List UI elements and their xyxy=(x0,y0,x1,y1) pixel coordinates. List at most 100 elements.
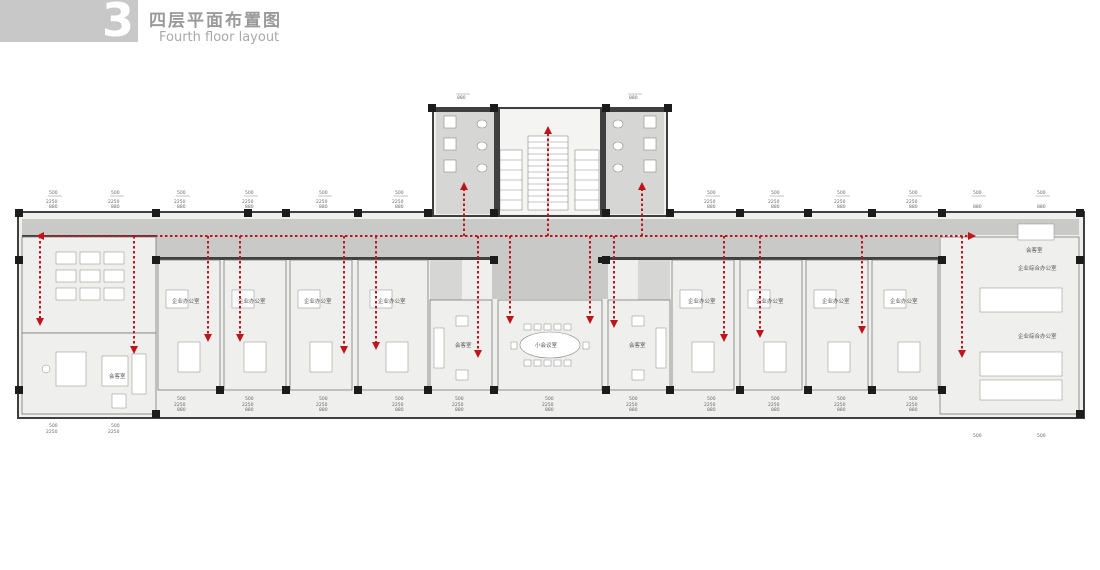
dim-top-7: 500 xyxy=(707,190,716,196)
dim-bot-c2: 880 xyxy=(245,407,254,413)
hall-wing-left xyxy=(430,259,462,300)
dim-top-4: 500 xyxy=(245,190,254,196)
dim-bot-c4: 880 xyxy=(395,407,404,413)
dim-bot-c9: 880 xyxy=(771,407,780,413)
dim-core-2: 880 xyxy=(629,95,638,101)
dim-bot-b8: 2250 xyxy=(704,402,716,408)
dim-bot-left-b2: 2250 xyxy=(108,429,120,435)
dim-top-c11: 880 xyxy=(973,204,982,210)
dim-top-c2: 880 xyxy=(111,204,120,210)
dim-bot-c1: 880 xyxy=(177,407,186,413)
dim-top-c5: 880 xyxy=(319,204,328,210)
dim-bot-c8: 880 xyxy=(707,407,716,413)
dim-bot-left-b1: 2250 xyxy=(46,429,58,435)
dim-top-6: 500 xyxy=(395,190,404,196)
dim-bot-c11: 880 xyxy=(909,407,918,413)
label-reception-mid-left: 会客室 xyxy=(455,341,472,349)
label-office-6: 企业办公室 xyxy=(756,297,784,305)
dim-top-1: 500 xyxy=(49,190,58,196)
stairs xyxy=(499,135,600,211)
meeting-table xyxy=(519,331,581,359)
structural-columns xyxy=(15,104,1084,418)
dim-top-b9: 2250 xyxy=(834,199,846,205)
header-band xyxy=(0,0,138,42)
dim-bot-10: 500 xyxy=(837,396,846,402)
label-office-2: 企业办公室 xyxy=(238,297,266,305)
dim-top-c4: 880 xyxy=(245,204,254,210)
dim-bot-5: 500 xyxy=(455,396,464,402)
dim-bot-b6: 2250 xyxy=(542,402,554,408)
dim-bot-2: 500 xyxy=(245,396,254,402)
dim-bot-3: 500 xyxy=(319,396,328,402)
office-rooms-left xyxy=(157,259,429,391)
dim-bot-8: 500 xyxy=(707,396,716,402)
dim-top-c6: 880 xyxy=(395,204,404,210)
dim-bot-b3: 2250 xyxy=(316,402,328,408)
label-office-5: 企业办公室 xyxy=(688,297,716,305)
dim-bot-b2: 2250 xyxy=(242,402,254,408)
left-storage-furniture xyxy=(55,251,125,301)
label-office-1: 企业办公室 xyxy=(172,297,200,305)
label-reception-left: 会客室 xyxy=(109,372,126,380)
dimension-markers xyxy=(48,93,1050,197)
dim-top-b1: 2250 xyxy=(46,199,58,205)
dim-top-c7: 880 xyxy=(707,204,716,210)
dim-top-b4: 2250 xyxy=(242,199,254,205)
dim-top-b6: 2250 xyxy=(392,199,404,205)
dim-top-c1: 880 xyxy=(49,204,58,210)
dim-top-c9: 880 xyxy=(837,204,846,210)
dim-bot-1: 500 xyxy=(177,396,186,402)
dim-bot-b11: 2250 xyxy=(906,402,918,408)
dim-top-b8: 2250 xyxy=(768,199,780,205)
dim-bot-7: 500 xyxy=(629,396,638,402)
dim-bot-11: 500 xyxy=(909,396,918,402)
circulation-routes xyxy=(36,126,976,358)
corridor-right-end xyxy=(939,219,1079,235)
toilet-fixtures xyxy=(443,115,657,173)
dim-top-b2: 2250 xyxy=(108,199,120,205)
label-reception-right: 会客室 xyxy=(1026,246,1043,254)
office-labels: 企业办公室 企业办公室 企业办公室 企业办公室 企业办公室 企业办公室 企业办公… xyxy=(172,297,918,305)
left-reception-furniture xyxy=(41,351,147,409)
dim-top-b3: 2250 xyxy=(174,199,186,205)
hall-wing-right xyxy=(638,259,670,300)
dim-bot-4: 500 xyxy=(395,396,404,402)
dim-bot-9: 500 xyxy=(771,396,780,402)
dim-bot-b5: 2250 xyxy=(452,402,464,408)
dim-top-c8: 880 xyxy=(771,204,780,210)
dim-top-c3: 880 xyxy=(177,204,186,210)
dim-top-5: 500 xyxy=(319,190,328,196)
page-title: 四层平面布置图 xyxy=(149,11,282,31)
dim-top-b5: 2250 xyxy=(316,199,328,205)
dim-bot-c6: 880 xyxy=(545,407,554,413)
dim-bot-b7: 2250 xyxy=(626,402,638,408)
label-office-8: 企业办公室 xyxy=(890,297,918,305)
label-office-4: 企业办公室 xyxy=(378,297,406,305)
dim-top-11: 500 xyxy=(973,190,982,196)
dimension-labels: 500 500 500 500 500 500 500 500 500 500 … xyxy=(46,95,1046,439)
dim-bot-b4: 2250 xyxy=(392,402,404,408)
label-small-meeting: 小会议室 xyxy=(535,341,558,349)
dim-top-10: 500 xyxy=(909,190,918,196)
section-number: 3 xyxy=(102,0,135,47)
dim-top-9: 500 xyxy=(837,190,846,196)
dim-top-3: 500 xyxy=(177,190,186,196)
dim-top-c12: 880 xyxy=(1037,204,1046,210)
dim-top-b10: 2250 xyxy=(906,199,918,205)
reception-sofas xyxy=(433,315,667,381)
dim-top-2: 500 xyxy=(111,190,120,196)
label-open-office-1: 企业综合办公室 xyxy=(1018,264,1057,272)
dim-bot-c3: 880 xyxy=(319,407,328,413)
dim-bot-b9: 2250 xyxy=(768,402,780,408)
dim-bot-c10: 880 xyxy=(837,407,846,413)
page-subtitle: Fourth floor layout xyxy=(159,30,280,45)
label-office-7: 企业办公室 xyxy=(822,297,850,305)
dim-top-12: 500 xyxy=(1037,190,1046,196)
dim-bot-right-2: 500 xyxy=(1037,433,1046,439)
dim-top-8: 500 xyxy=(771,190,780,196)
left-storage-room xyxy=(21,236,157,334)
dim-top-b7: 2250 xyxy=(704,199,716,205)
dim-bot-left-1: 500 xyxy=(49,423,58,429)
open-office-furniture xyxy=(979,223,1063,401)
dim-bot-right-1: 500 xyxy=(973,433,982,439)
